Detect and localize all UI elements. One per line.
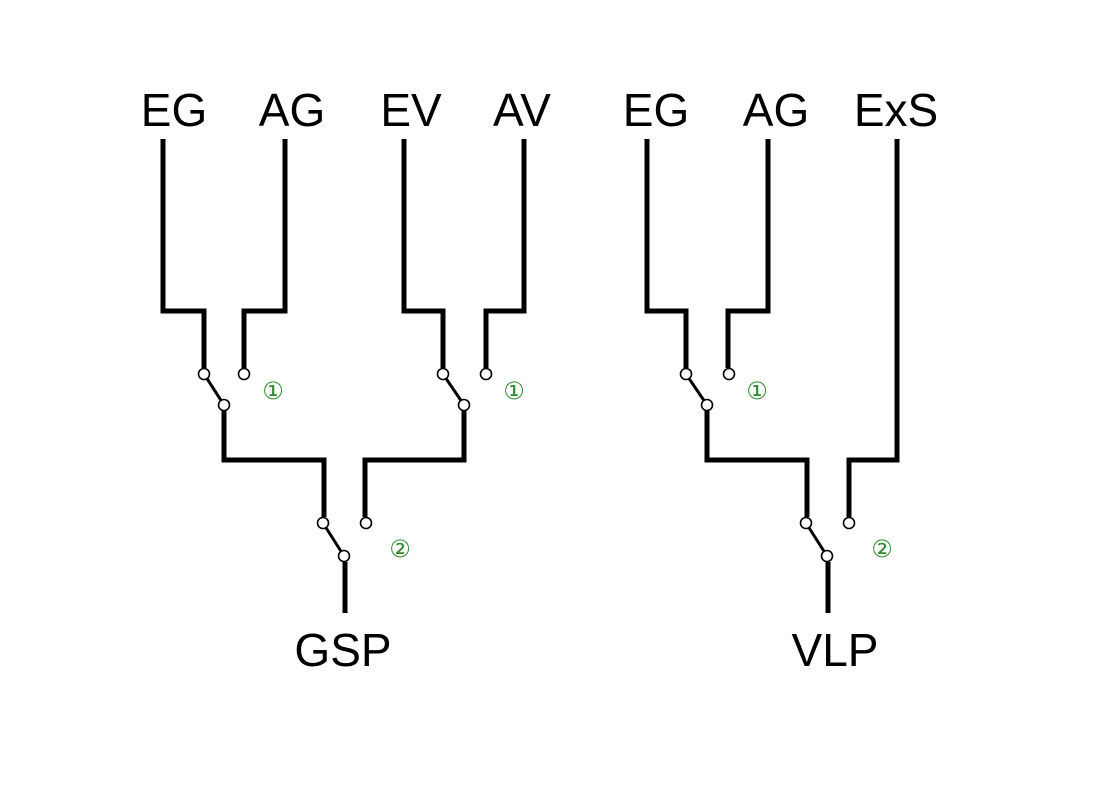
wire-ev bbox=[401, 139, 446, 368]
switch-number-label: ① bbox=[503, 377, 525, 405]
switch-contact bbox=[479, 367, 493, 381]
input-label-ag: AG bbox=[743, 84, 809, 136]
wire-eg bbox=[160, 139, 207, 368]
input-label-eg: EG bbox=[623, 84, 689, 136]
wire-eg bbox=[644, 139, 689, 368]
wire-ag bbox=[241, 139, 288, 368]
switch-contact bbox=[820, 549, 834, 563]
switch-1-ev-av bbox=[436, 367, 493, 412]
switch-contact bbox=[316, 516, 330, 530]
input-label-ev: EV bbox=[380, 84, 442, 136]
input-label-ag: AG bbox=[259, 84, 325, 136]
output-label-gsp: GSP bbox=[294, 624, 391, 676]
input-label-exs: ExS bbox=[854, 84, 938, 136]
left-network: EG AG EV AV ① ① bbox=[141, 84, 552, 676]
switch-number-label: ① bbox=[746, 377, 768, 405]
switch-contact bbox=[359, 516, 373, 530]
switch-contact bbox=[842, 516, 856, 530]
switch-1-eg-ag bbox=[197, 367, 251, 412]
switch-contact bbox=[436, 367, 450, 381]
right-network: EG AG ExS ① ② VLP bbox=[623, 84, 938, 676]
switch-contact bbox=[799, 516, 813, 530]
switch-2-right bbox=[799, 516, 856, 563]
switch-contact bbox=[457, 398, 471, 412]
switch-number-label: ② bbox=[389, 535, 411, 563]
switch-1-eg-ag bbox=[679, 367, 736, 412]
switch-contact bbox=[197, 367, 211, 381]
switch-number-label: ① bbox=[262, 377, 284, 405]
input-label-av: AV bbox=[493, 84, 551, 136]
switch-contact bbox=[217, 398, 231, 412]
switch-contact bbox=[337, 549, 351, 563]
switch-number-label: ② bbox=[871, 535, 893, 563]
output-label-vlp: VLP bbox=[792, 624, 879, 676]
switch-contact bbox=[700, 398, 714, 412]
switch-contact bbox=[679, 367, 693, 381]
switch-contact bbox=[237, 367, 251, 381]
wire-exs bbox=[846, 139, 900, 517]
switch-contact bbox=[722, 367, 736, 381]
wire-switch1b-to-switch2 bbox=[362, 411, 467, 517]
input-label-eg: EG bbox=[141, 84, 207, 136]
switch-2-left bbox=[316, 516, 373, 563]
wire-av bbox=[483, 139, 527, 368]
wire-switch1-to-switch2 bbox=[704, 411, 810, 517]
wire-ag bbox=[725, 139, 771, 368]
wire-switch1a-to-switch2 bbox=[221, 411, 327, 517]
